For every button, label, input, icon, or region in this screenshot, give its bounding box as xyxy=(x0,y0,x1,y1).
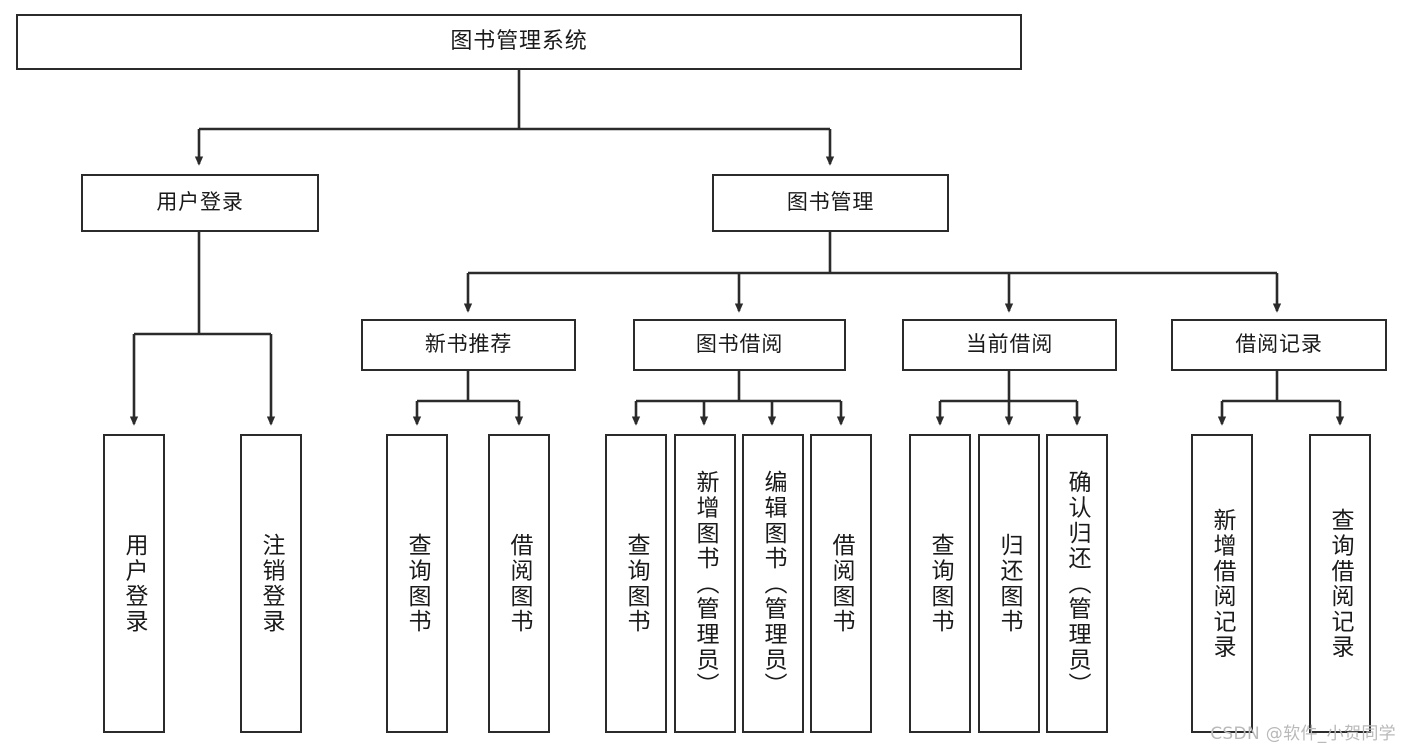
node-leaf-add-record[interactable]: 新增借阅记录 xyxy=(1191,434,1253,733)
node-leaf-confirm-return[interactable]: 确认归还（管理员） xyxy=(1046,434,1108,733)
node-leaf-confirm-return-label: 确认归还（管理员） xyxy=(1064,469,1091,698)
node-current-borrow-label: 当前借阅 xyxy=(965,332,1054,357)
node-book-borrow[interactable]: 图书借阅 xyxy=(633,319,846,371)
node-borrow-record-label: 借阅记录 xyxy=(1235,332,1323,357)
node-leaf-return-book-label: 归还图书 xyxy=(996,532,1023,635)
node-leaf-return-book[interactable]: 归还图书 xyxy=(978,434,1040,733)
node-leaf-borrow-book-2-label: 借阅图书 xyxy=(828,532,855,635)
node-root[interactable]: 图书管理系统 xyxy=(16,14,1022,70)
node-leaf-query-book-2-label: 查询图书 xyxy=(623,532,650,635)
node-leaf-query-record[interactable]: 查询借阅记录 xyxy=(1309,434,1371,733)
node-leaf-edit-book-label: 编辑图书（管理员） xyxy=(760,469,787,698)
node-leaf-add-record-label: 新增借阅记录 xyxy=(1209,507,1236,660)
node-leaf-borrow-book-1[interactable]: 借阅图书 xyxy=(488,434,550,733)
node-leaf-user-login-label: 用户登录 xyxy=(121,532,148,635)
node-leaf-add-book-label: 新增图书（管理员） xyxy=(692,469,719,698)
node-book-manage-label: 图书管理 xyxy=(786,190,875,215)
node-borrow-record[interactable]: 借阅记录 xyxy=(1171,319,1387,371)
node-leaf-logout[interactable]: 注销登录 xyxy=(240,434,302,733)
node-leaf-query-book-1[interactable]: 查询图书 xyxy=(386,434,448,733)
node-leaf-add-book[interactable]: 新增图书（管理员） xyxy=(674,434,736,733)
node-new-book-recommend-label: 新书推荐 xyxy=(424,332,513,357)
node-leaf-query-book-3-label: 查询图书 xyxy=(927,532,954,635)
node-book-borrow-label: 图书借阅 xyxy=(695,332,784,357)
node-leaf-user-login[interactable]: 用户登录 xyxy=(103,434,165,733)
node-leaf-borrow-book-1-label: 借阅图书 xyxy=(506,532,533,635)
node-leaf-query-book-3[interactable]: 查询图书 xyxy=(909,434,971,733)
node-root-label: 图书管理系统 xyxy=(450,28,588,54)
node-user-login-label: 用户登录 xyxy=(156,190,244,215)
node-current-borrow[interactable]: 当前借阅 xyxy=(902,319,1117,371)
node-book-manage[interactable]: 图书管理 xyxy=(712,174,949,232)
node-leaf-query-book-2[interactable]: 查询图书 xyxy=(605,434,667,733)
node-new-book-recommend[interactable]: 新书推荐 xyxy=(361,319,576,371)
node-user-login[interactable]: 用户登录 xyxy=(81,174,319,232)
node-leaf-query-record-label: 查询借阅记录 xyxy=(1327,507,1354,660)
node-leaf-edit-book[interactable]: 编辑图书（管理员） xyxy=(742,434,804,733)
node-leaf-logout-label: 注销登录 xyxy=(258,532,285,635)
node-leaf-query-book-1-label: 查询图书 xyxy=(404,532,431,635)
node-leaf-borrow-book-2[interactable]: 借阅图书 xyxy=(810,434,872,733)
